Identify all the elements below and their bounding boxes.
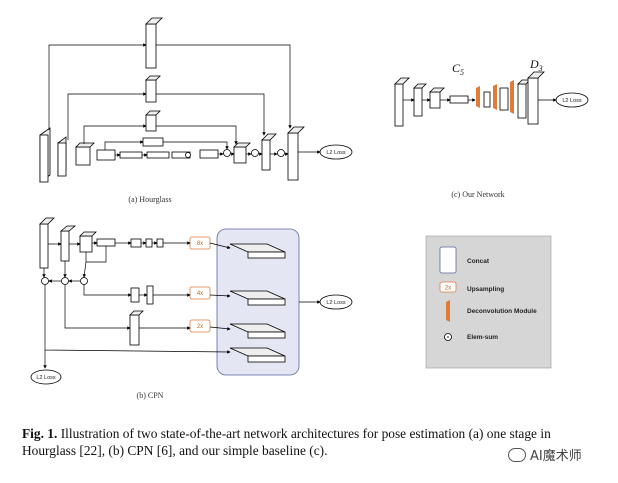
watermark: AI魔术师 (508, 445, 582, 464)
cpn-side-loss-node (30, 369, 62, 385)
concat-swatch (439, 246, 457, 274)
cpn-loss-label: L2 Loss (326, 300, 346, 306)
hourglass-links (48, 43, 321, 157)
ours-loss-label: L2 Loss (562, 98, 582, 104)
legend-deconv: Deconvolution Module (467, 308, 537, 315)
legend-box: Concat 2x Upsampling Deconvolution Modul… (425, 235, 552, 369)
c5-label: C5 (452, 61, 464, 77)
legend-concat: Concat (467, 258, 490, 265)
watermark-text: AI魔术师 (530, 449, 582, 464)
cpn-diagram (39, 217, 286, 363)
legend-upsampling: Upsampling (467, 286, 504, 293)
upsampling-swatch (439, 281, 457, 293)
cpn-loss-node (319, 294, 353, 310)
legend-elemsum: Elem-sum (467, 334, 498, 341)
hourglass-diagram (39, 17, 305, 183)
hourglass-caption: (a) Hourglass (128, 195, 171, 204)
cpn-caption: (b) CPN (137, 391, 164, 400)
hourglass-loss-node (319, 144, 353, 160)
svg-text:4x: 4x (197, 291, 203, 297)
d3-label: D3 (529, 57, 543, 73)
wechat-icon (508, 447, 526, 462)
figure-caption: Fig. 1. Illustration of two state-of-the… (22, 425, 602, 459)
cpn-links (42, 241, 321, 369)
hourglass-loss-label: L2 Loss (326, 150, 346, 156)
legend-upsample-tag: 2x (445, 286, 451, 292)
ours-caption: (c) Our Network (451, 190, 504, 199)
figure-canvas: L2 Loss (a) Hourglass C5 D3 L2 Loss (c) … (30, 17, 589, 400)
cpn-upsample-tags: 8x 4x 2x (189, 236, 211, 333)
ours-loss-node (555, 92, 589, 108)
our-network-diagram (394, 71, 545, 127)
svg-text:2x: 2x (197, 324, 203, 330)
svg-text:8x: 8x (197, 241, 203, 247)
cpn-side-loss-label: L2 Loss (36, 375, 56, 381)
deconv-swatch (446, 300, 450, 322)
caption-label: Fig. 1. (22, 426, 58, 441)
caption-text: Illustration of two state-of-the-art net… (22, 426, 551, 458)
